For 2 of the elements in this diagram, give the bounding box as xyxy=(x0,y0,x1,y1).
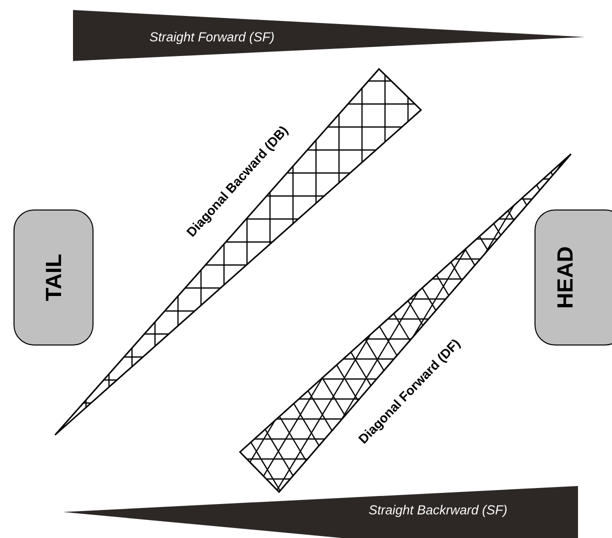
label-box: TAIL xyxy=(14,210,94,346)
label-box: HEAD xyxy=(534,210,612,346)
